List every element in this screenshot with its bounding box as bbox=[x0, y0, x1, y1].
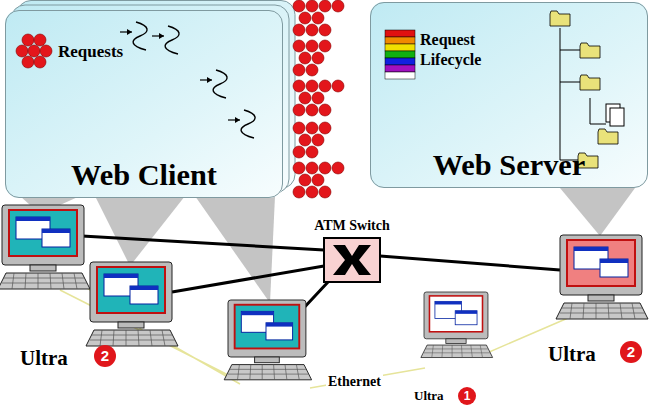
request-dot bbox=[306, 186, 318, 198]
request-dot bbox=[299, 92, 311, 104]
request-dot bbox=[312, 134, 324, 146]
panel-fill bbox=[5, 10, 283, 198]
request-dot bbox=[306, 104, 318, 116]
panel-title: Web Server bbox=[371, 148, 647, 183]
request-dot bbox=[16, 45, 28, 57]
folder bbox=[580, 43, 600, 58]
folder bbox=[580, 75, 600, 90]
request-dot bbox=[332, 0, 344, 12]
request-dot bbox=[319, 40, 331, 52]
request-dot bbox=[293, 104, 305, 116]
request-dot bbox=[293, 122, 305, 134]
request-cluster bbox=[16, 34, 52, 68]
request-dot bbox=[319, 24, 331, 36]
lifecycle-label: Request Lifecycle bbox=[420, 30, 500, 70]
callout-number: 2 bbox=[94, 345, 116, 367]
request-dot bbox=[299, 134, 311, 146]
web-client-panel: Web Client bbox=[5, 10, 283, 198]
switch-symbol bbox=[325, 239, 379, 281]
document bbox=[610, 108, 624, 126]
machine-label: Ultra bbox=[548, 342, 596, 367]
request-dot bbox=[306, 64, 318, 76]
machine-label: Ultra bbox=[414, 388, 444, 404]
computer bbox=[224, 300, 311, 380]
request-dot bbox=[312, 12, 324, 24]
request-dot bbox=[28, 45, 40, 57]
thread bbox=[200, 70, 227, 98]
bubble-tail bbox=[560, 188, 635, 236]
request-dot bbox=[312, 92, 324, 104]
requests-label: Requests bbox=[58, 42, 123, 62]
web-server-panel: Web Server bbox=[370, 2, 648, 188]
request-dot bbox=[293, 64, 305, 76]
lifecycle-bar bbox=[385, 65, 415, 72]
request-dot bbox=[319, 162, 331, 174]
request-dot bbox=[306, 80, 318, 92]
request-dot bbox=[299, 174, 311, 186]
request-dot bbox=[299, 52, 311, 64]
request-dot bbox=[293, 80, 305, 92]
request-dot bbox=[299, 12, 311, 24]
lifecycle-bar bbox=[385, 44, 415, 51]
request-dot bbox=[332, 162, 344, 174]
switch-label: ATM Switch bbox=[312, 218, 392, 234]
lifecycle-bar bbox=[385, 37, 415, 44]
request-dot bbox=[22, 34, 34, 46]
request-dot bbox=[306, 24, 318, 36]
computer bbox=[86, 262, 178, 346]
machine-label: Ultra bbox=[20, 346, 68, 371]
request-dot bbox=[319, 104, 331, 116]
computer bbox=[556, 235, 648, 319]
ethernet-label: Ethernet bbox=[326, 374, 383, 390]
lifecycle-bar bbox=[385, 51, 415, 58]
callout-number: 1 bbox=[458, 387, 476, 405]
folder bbox=[598, 129, 618, 144]
request-dot bbox=[293, 0, 305, 12]
switch-cross bbox=[333, 245, 371, 275]
lifecycle-bar bbox=[385, 30, 415, 37]
bubble-tail bbox=[95, 196, 185, 266]
computer bbox=[0, 205, 90, 289]
thread bbox=[120, 22, 147, 50]
request-dot bbox=[319, 0, 331, 12]
request-column bbox=[293, 0, 344, 198]
request-dot bbox=[40, 45, 52, 57]
request-dot bbox=[293, 24, 305, 36]
request-dot bbox=[306, 162, 318, 174]
request-dot bbox=[332, 80, 344, 92]
panel-title: Web Client bbox=[6, 158, 282, 193]
request-dot bbox=[293, 186, 305, 198]
request-dot bbox=[319, 80, 331, 92]
request-dot bbox=[312, 52, 324, 64]
request-dot bbox=[34, 34, 46, 46]
panel-fill bbox=[370, 2, 648, 188]
request-dot bbox=[293, 146, 305, 158]
callout-number: 2 bbox=[620, 341, 642, 363]
thread bbox=[228, 110, 255, 138]
folder bbox=[550, 11, 570, 26]
computer bbox=[421, 292, 493, 358]
thread bbox=[152, 26, 179, 54]
request-dot bbox=[293, 40, 305, 52]
request-dot bbox=[306, 40, 318, 52]
request-dot bbox=[293, 162, 305, 174]
request-dot bbox=[306, 146, 318, 158]
request-dot bbox=[306, 122, 318, 134]
request-dot bbox=[319, 122, 331, 134]
lifecycle-bar bbox=[385, 58, 415, 65]
request-dot bbox=[34, 56, 46, 68]
request-dot bbox=[312, 174, 324, 186]
request-dot bbox=[319, 186, 331, 198]
request-dot bbox=[22, 56, 34, 68]
atm-switch: ATM Switch bbox=[323, 237, 381, 283]
request-dot bbox=[306, 0, 318, 12]
lifecycle-bar bbox=[385, 72, 415, 79]
